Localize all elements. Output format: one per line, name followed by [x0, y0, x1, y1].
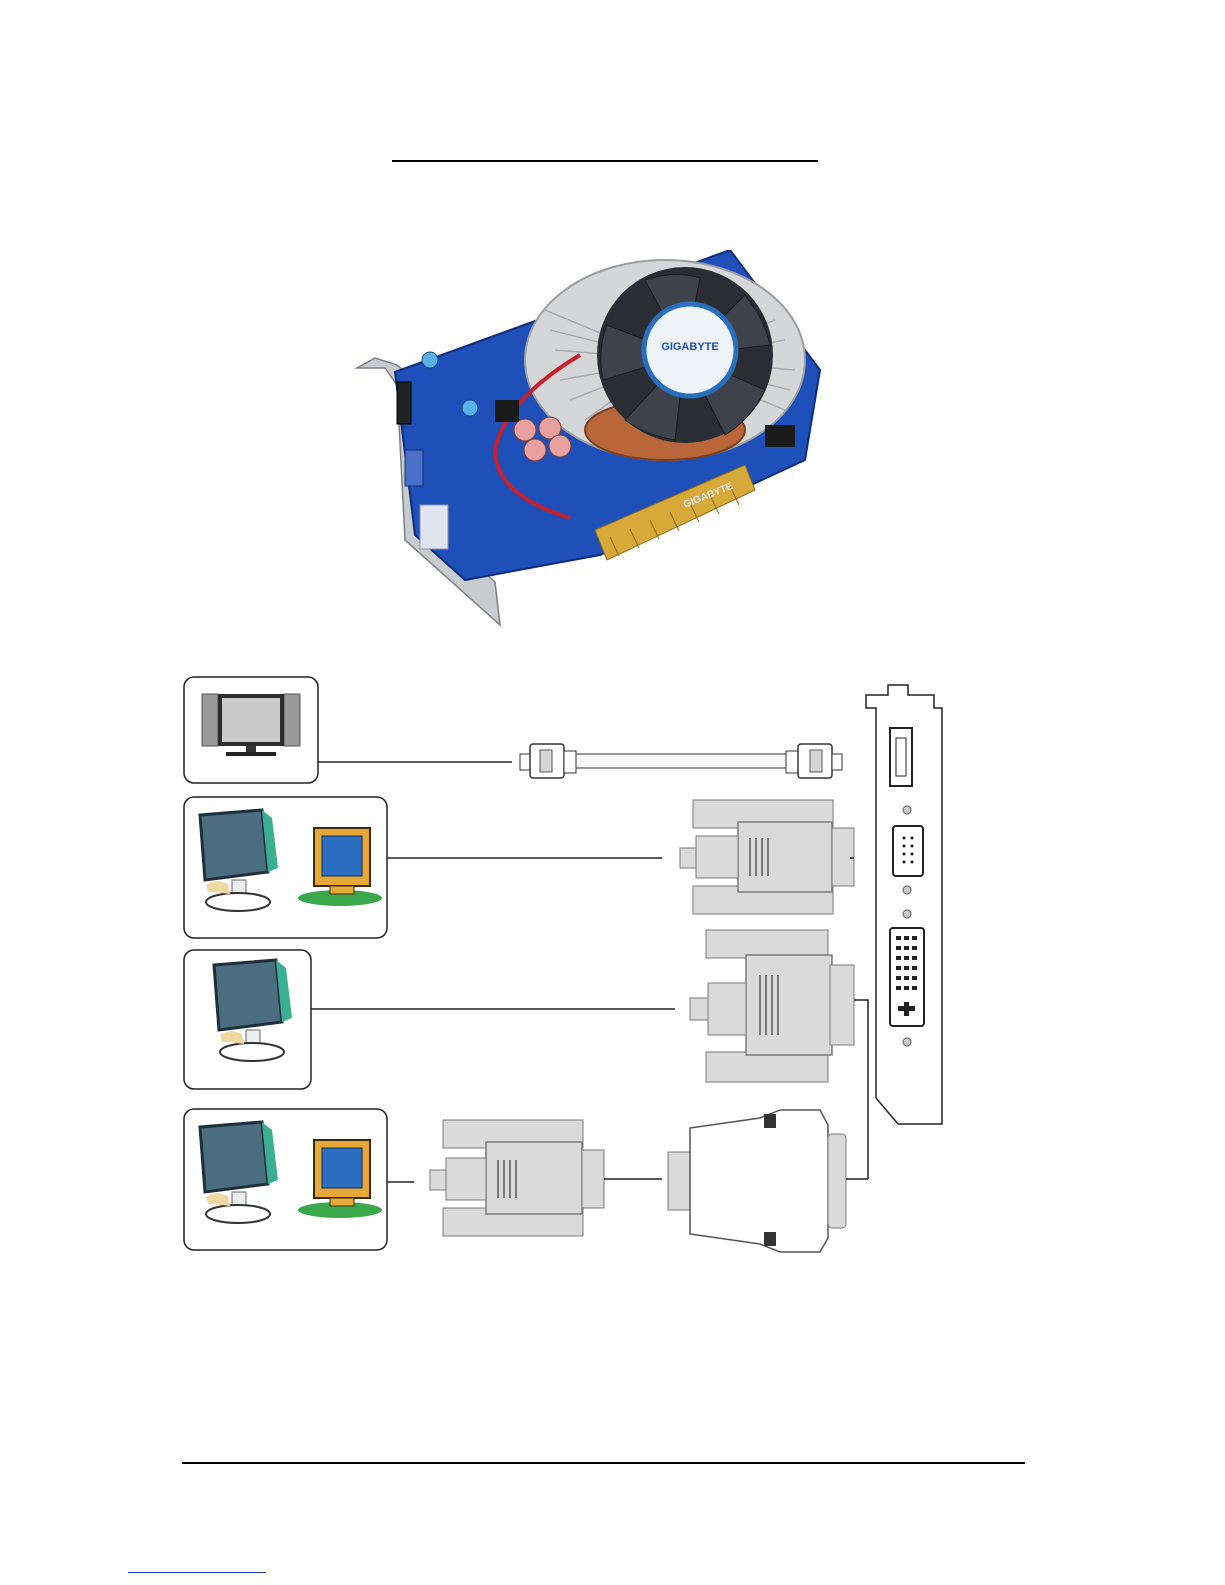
d-sub-connector-1 — [680, 800, 854, 914]
d-sub-connector-2 — [430, 1120, 604, 1236]
hdmi-cable — [520, 744, 842, 778]
footer-rule — [182, 1462, 1025, 1464]
dvi-to-d-sub-adapter — [668, 1110, 846, 1252]
lcd-display-box — [184, 950, 311, 1089]
dvi-port — [890, 928, 924, 1026]
dvi-connector — [690, 930, 854, 1082]
hdmi-port — [890, 728, 912, 786]
footer-link-underline[interactable] — [128, 1572, 266, 1573]
d-sub-port — [893, 826, 923, 876]
lcd-crt-display-box-1 — [184, 797, 387, 938]
lcd-crt-display-box-2 — [184, 1109, 387, 1250]
card-rear-bracket — [866, 685, 942, 1124]
tv-display-box — [184, 677, 318, 783]
